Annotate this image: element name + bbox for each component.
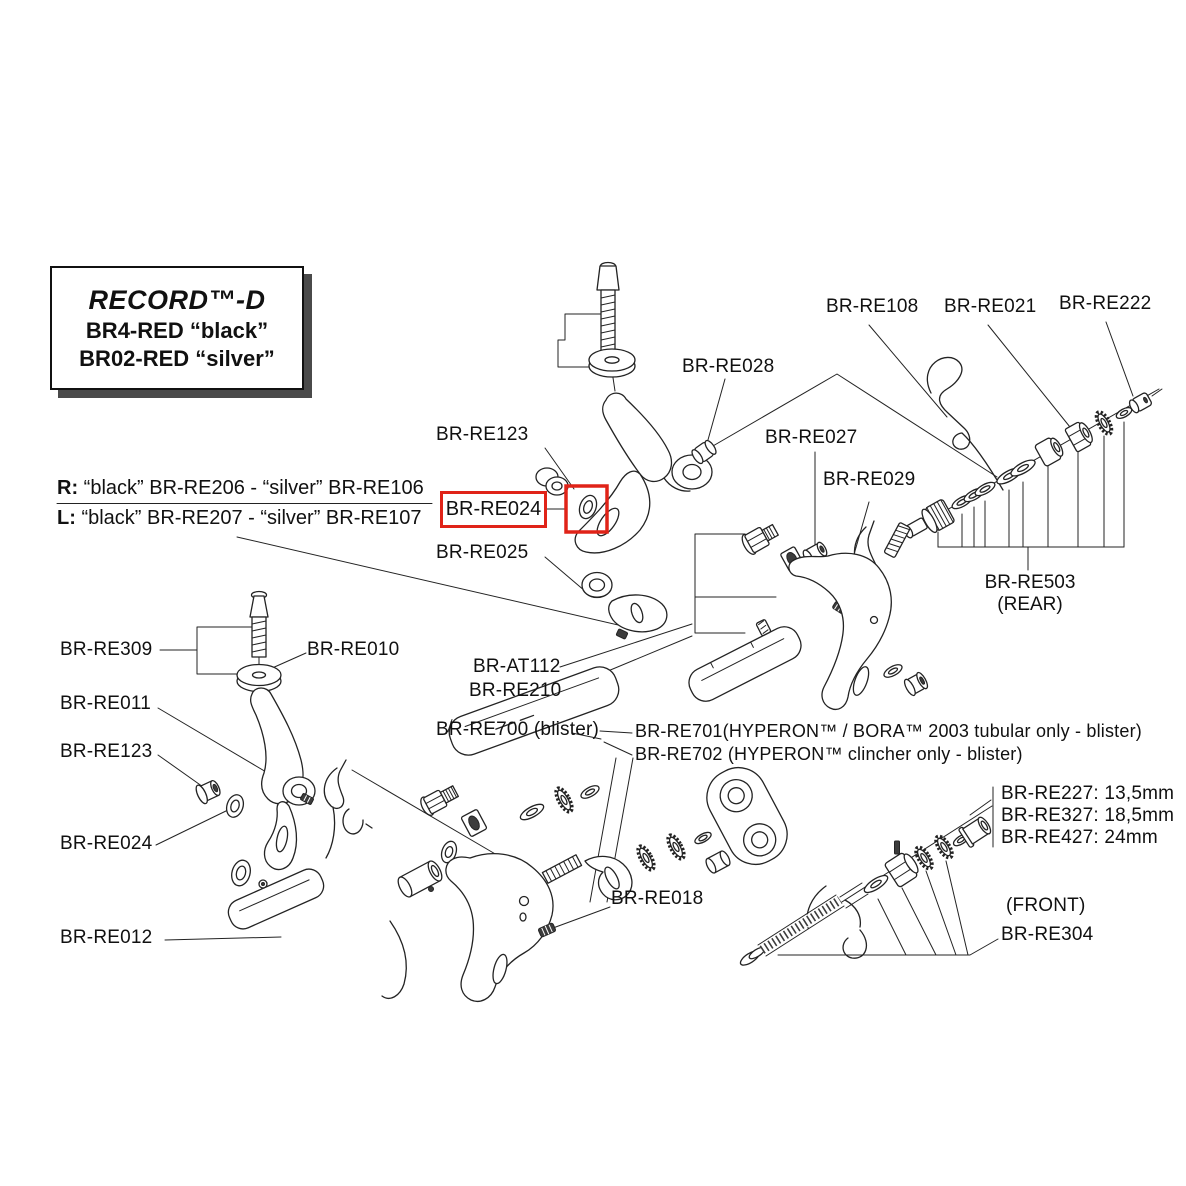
right-arm-note: R: “black” BR-RE206 - “silver” BR-RE106	[57, 477, 424, 500]
part-label-br-re327: BR-RE327: 18,5mm	[1001, 805, 1175, 826]
part-label-br-re503: BR-RE503	[984, 572, 1076, 593]
leader-lines	[56, 321, 1134, 941]
rear-mount-hardware-drawing	[903, 356, 1163, 539]
model-silver: BR02-RED “silver”	[79, 345, 275, 371]
part-label-br-re018: BR-RE018	[611, 888, 704, 909]
center-hardware-drawing	[342, 757, 788, 1002]
part-label-br-re701: BR-RE701(HYPERON™ / BORA™ 2003 tubular o…	[635, 721, 1142, 741]
part-label-br-re702: BR-RE702 (HYPERON™ clincher only - blist…	[635, 744, 1023, 764]
part-label-br-re304: BR-RE304	[1001, 924, 1094, 945]
top-caliper-drawing	[535, 261, 717, 640]
left-arm-note: L: “black” BR-RE207 - “silver” BR-RE107	[57, 507, 422, 530]
part-label-br-at112: BR-AT112	[473, 656, 561, 677]
rear-sub-label: (REAR)	[997, 594, 1063, 615]
front-mount-hardware-drawing	[739, 805, 993, 966]
part-label-br-re012: BR-RE012	[60, 927, 153, 948]
part-label-br-re024-top: BR-RE024	[445, 498, 542, 520]
model-black: BR4-RED “black”	[85, 317, 269, 343]
left-text: “black” BR-RE207 - “silver” BR-RE107	[75, 507, 422, 529]
right-prefix: R:	[57, 477, 79, 499]
part-label-br-re021: BR-RE021	[944, 296, 1037, 317]
part-label-br-re108: BR-RE108	[826, 296, 919, 317]
front-sub-label: (FRONT)	[1006, 895, 1086, 916]
part-label-br-re027: BR-RE027	[765, 427, 858, 448]
part-label-br-re011: BR-RE011	[60, 693, 152, 714]
rear-group-label: BR-RE503 (REAR)	[948, 572, 1112, 616]
highlight-box-part	[564, 484, 609, 534]
part-label-br-re010: BR-RE010	[307, 639, 400, 660]
part-label-br-re024-left: BR-RE024	[60, 833, 153, 854]
brake-pad-drawing	[447, 666, 620, 756]
part-label-br-re025: BR-RE025	[436, 542, 529, 563]
bracket-lines	[196, 313, 1125, 956]
series-title: RECORD™-D	[88, 284, 266, 315]
title-box: RECORD™-D BR4-RED “black” BR02-RED “silv…	[50, 266, 304, 390]
left-caliper-drawing	[195, 590, 347, 930]
part-label-br-re123-top: BR-RE123	[436, 424, 529, 445]
part-label-br-re123-left: BR-RE123	[60, 741, 153, 762]
part-label-br-re029: BR-RE029	[823, 469, 916, 490]
rear-caliper-drawing	[688, 520, 929, 711]
part-label-br-re222: BR-RE222	[1059, 293, 1152, 314]
highlight-box-br-re024: BR-RE024	[440, 491, 547, 528]
part-label-br-re427: BR-RE427: 24mm	[1001, 827, 1158, 848]
part-label-br-re227: BR-RE227: 13,5mm	[1001, 783, 1175, 804]
part-label-br-re210: BR-RE210	[469, 680, 562, 701]
right-text: “black” BR-RE206 - “silver” BR-RE106	[78, 477, 424, 499]
left-prefix: L:	[57, 507, 76, 529]
part-label-br-re700: BR-RE700 (blister)	[436, 719, 600, 740]
part-label-br-re309: BR-RE309	[60, 639, 153, 660]
part-label-br-re028: BR-RE028	[682, 356, 775, 377]
